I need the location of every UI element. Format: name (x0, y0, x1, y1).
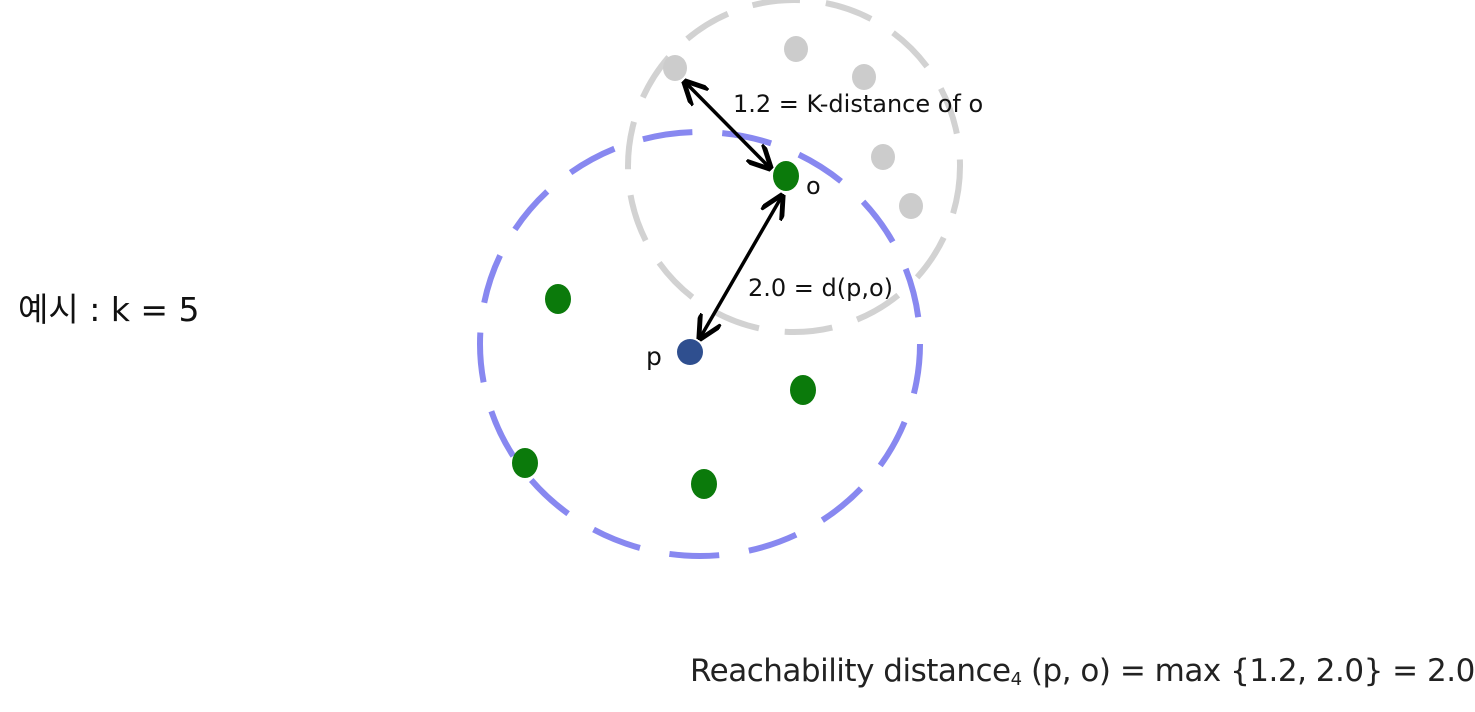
green-point (512, 448, 538, 478)
point-o (773, 161, 799, 191)
gray-point (784, 36, 808, 62)
formula-subscript: 4 (1010, 669, 1022, 690)
distance-po-label: 2.0 = d(p,o) (748, 274, 893, 302)
neighborhood-circle (477, 129, 923, 559)
example-label: 예시 : k = 5 (18, 290, 200, 329)
k-distance-label: 1.2 = K-distance of o (733, 90, 983, 118)
gray-point (663, 55, 687, 81)
k-distance-circle (625, 0, 963, 335)
point-p (677, 339, 703, 365)
gray-point (899, 193, 923, 219)
green-point (790, 375, 816, 405)
gray-point (871, 144, 895, 170)
distance-po-arrow (700, 196, 782, 338)
point-o-label: o (806, 172, 821, 200)
k-distance-arrow (685, 82, 770, 168)
reachability-formula: Reachability distance4 (p, o) = max {1.2… (690, 653, 1475, 690)
green-point (691, 469, 717, 499)
point-p-label: p (646, 342, 662, 371)
gray-point (852, 64, 876, 90)
green-point (545, 284, 571, 314)
formula-prefix: Reachability distance (690, 653, 1011, 689)
formula-suffix: (p, o) = max {1.2, 2.0} = 2.0 (1021, 653, 1475, 689)
